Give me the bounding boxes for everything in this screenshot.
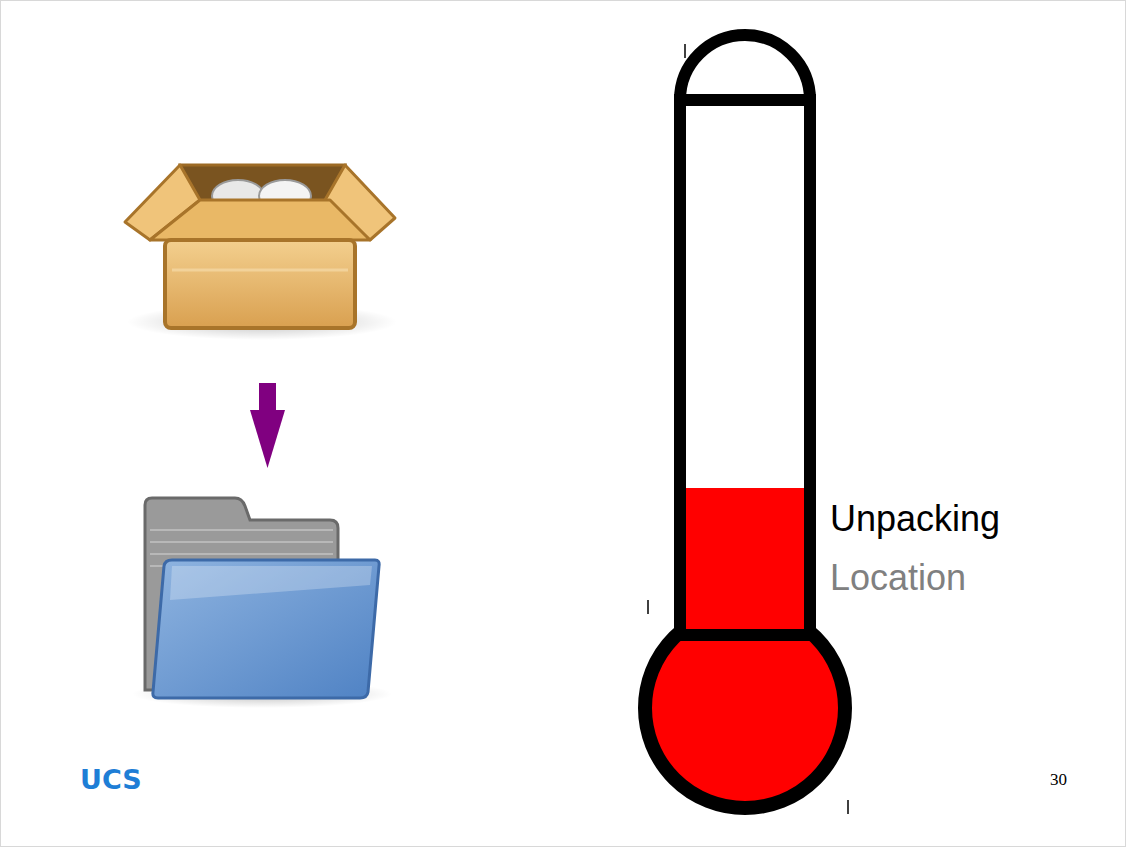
package-icon	[125, 165, 397, 340]
folder-icon	[132, 498, 392, 708]
tick-marks	[648, 44, 848, 814]
thermometer	[645, 35, 845, 808]
down-arrow	[250, 383, 285, 468]
stage-label: Location	[830, 557, 966, 598]
page-number: 30	[1050, 770, 1067, 790]
stage-label: Unpacking	[830, 498, 1000, 539]
logo-text: UCS	[80, 764, 142, 795]
